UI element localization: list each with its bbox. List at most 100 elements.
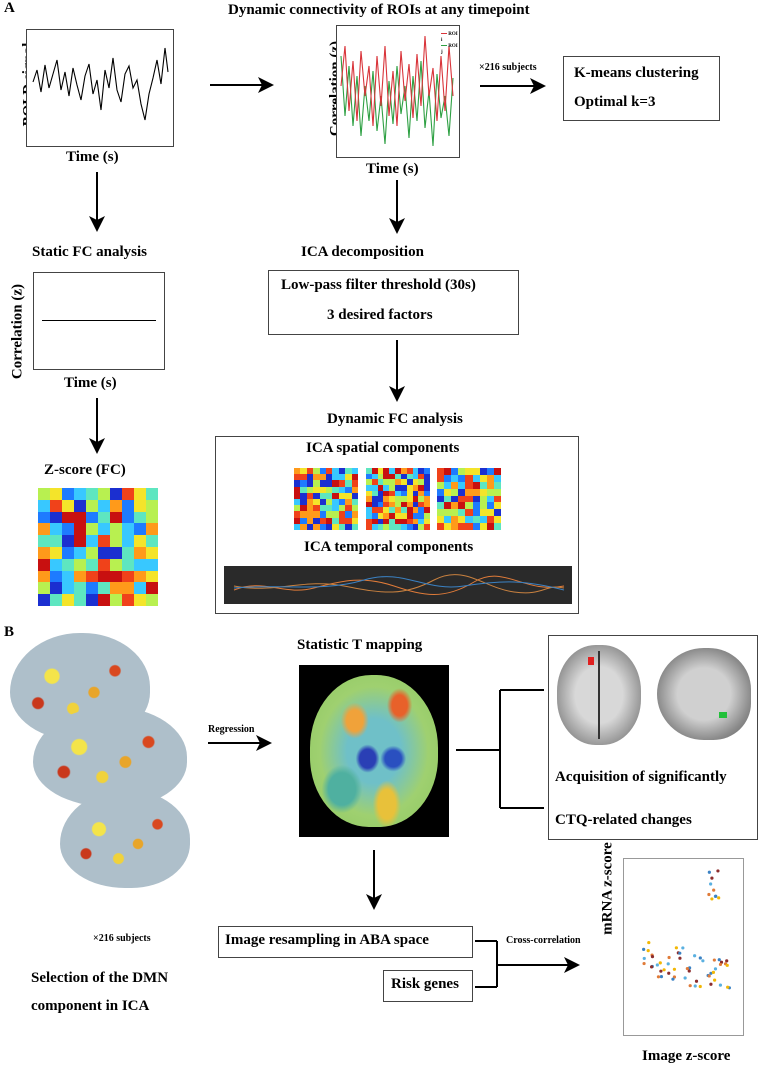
heatmap-cell bbox=[406, 507, 413, 514]
heatmap-cell bbox=[38, 523, 50, 536]
kmeans-box: K-means clustering Optimal k=3 bbox=[563, 56, 720, 121]
kmeans-line2: Optimal k=3 bbox=[574, 94, 656, 110]
heatmap-cell bbox=[377, 501, 384, 508]
heatmap-cell bbox=[294, 498, 301, 506]
heatmap-cell bbox=[351, 480, 358, 487]
scatter-point bbox=[685, 966, 689, 971]
heatmap-cell bbox=[383, 468, 390, 474]
heatmap-cell bbox=[110, 523, 122, 536]
temporal-components-plot bbox=[224, 566, 572, 604]
dynamic-correlation-plot: ROI i ROI j bbox=[336, 25, 460, 158]
heatmap-cell bbox=[371, 501, 378, 508]
heatmap-cell bbox=[122, 488, 134, 500]
heatmap-cell bbox=[38, 488, 50, 500]
ica-line2: 3 desired factors bbox=[327, 307, 433, 323]
spatial-component-2 bbox=[366, 468, 430, 530]
heatmap-cell bbox=[406, 501, 413, 508]
scatter-point bbox=[713, 978, 717, 982]
heatmap-cell bbox=[406, 468, 413, 474]
scatter-point bbox=[667, 971, 671, 975]
heatmap-cell bbox=[377, 513, 384, 519]
tmap-panel bbox=[299, 665, 449, 837]
heatmap-cell bbox=[300, 517, 307, 524]
heatmap-cell bbox=[377, 518, 384, 525]
scatter-point bbox=[659, 969, 663, 973]
heatmap-cell bbox=[458, 502, 466, 510]
heatmap-cell bbox=[451, 474, 459, 482]
heatmap-cell bbox=[338, 511, 346, 518]
static-xlabel: Time (s) bbox=[64, 375, 117, 391]
resampling-box: Image resampling in ABA space bbox=[218, 926, 473, 958]
heatmap-cell bbox=[98, 582, 110, 595]
heatmap-cell bbox=[412, 484, 419, 491]
heatmap-cell bbox=[493, 468, 501, 475]
heatmap-cell bbox=[338, 498, 346, 506]
heatmap-cell bbox=[389, 496, 396, 502]
heatmap-cell bbox=[479, 488, 487, 496]
heatmap-cell bbox=[465, 481, 473, 489]
heatmap-cell bbox=[74, 499, 86, 512]
heatmap-cell bbox=[319, 511, 326, 518]
heatmap-cell bbox=[98, 511, 110, 524]
heatmap-cell bbox=[371, 513, 378, 519]
heatmap-cell bbox=[366, 479, 372, 485]
heatmap-cell bbox=[50, 594, 62, 606]
dmn-line2: component in ICA bbox=[31, 998, 150, 1014]
roi-i-swatch bbox=[441, 33, 447, 35]
heatmap-cell bbox=[294, 505, 301, 512]
crosscorr-label: Cross-correlation bbox=[506, 935, 581, 946]
heatmap-cell bbox=[351, 474, 358, 481]
heatmap-cell bbox=[418, 473, 425, 480]
heatmap-cell bbox=[86, 582, 98, 595]
resampling-label: Image resampling in ABA space bbox=[225, 932, 429, 948]
heatmap-cell bbox=[306, 523, 314, 530]
scatter-point bbox=[716, 869, 720, 873]
heatmap-cell bbox=[493, 509, 501, 517]
heatmap-cell bbox=[444, 474, 452, 482]
heatmap-cell bbox=[418, 507, 425, 514]
heatmap-cell bbox=[86, 499, 98, 512]
heatmap-cell bbox=[50, 582, 62, 595]
heatmap-cell bbox=[451, 468, 459, 475]
heatmap-cell bbox=[366, 468, 372, 474]
heatmap-cell bbox=[294, 523, 301, 530]
heatmap-cell bbox=[472, 468, 480, 475]
heatmap-cell bbox=[465, 488, 473, 496]
heatmap-cell bbox=[377, 507, 384, 514]
corr-xlabel: Time (s) bbox=[366, 161, 419, 177]
heatmap-cell bbox=[424, 501, 430, 508]
heatmap-cell bbox=[294, 480, 301, 487]
heatmap-cell bbox=[371, 479, 378, 485]
heatmap-cell bbox=[351, 523, 358, 530]
scatter-point bbox=[678, 956, 682, 960]
heatmap-cell bbox=[383, 484, 390, 491]
heatmap-cell bbox=[313, 505, 320, 512]
heatmap-cell bbox=[412, 524, 419, 530]
scatter-point bbox=[712, 958, 716, 962]
scatter-xlabel: Image z-score bbox=[642, 1048, 731, 1064]
heatmap-cell bbox=[86, 558, 98, 571]
heatmap-cell bbox=[110, 535, 122, 547]
heatmap-cell bbox=[458, 474, 466, 482]
scatter-point bbox=[718, 962, 723, 967]
heatmap-cell bbox=[395, 484, 401, 491]
kmeans-line1: K-means clustering bbox=[574, 65, 699, 81]
heatmap-cell bbox=[412, 501, 419, 508]
heatmap-cell bbox=[451, 488, 459, 496]
heatmap-cell bbox=[62, 547, 74, 559]
heatmap-cell bbox=[62, 511, 74, 524]
heatmap-cell bbox=[444, 502, 452, 510]
scatter-point bbox=[672, 967, 677, 971]
heatmap-cell bbox=[338, 486, 346, 493]
scatter-point bbox=[717, 896, 721, 900]
heatmap-cell bbox=[300, 505, 307, 512]
scatter-point bbox=[693, 954, 697, 958]
heatmap-cell bbox=[110, 499, 122, 512]
heatmap-cell bbox=[345, 474, 352, 481]
heatmap-cell bbox=[62, 488, 74, 500]
static-fc-title: Static FC analysis bbox=[32, 244, 148, 260]
heatmap-cell bbox=[486, 488, 494, 496]
roi-j-swatch bbox=[441, 45, 447, 47]
heatmap-cell bbox=[389, 490, 396, 497]
heatmap-cell bbox=[62, 582, 74, 595]
